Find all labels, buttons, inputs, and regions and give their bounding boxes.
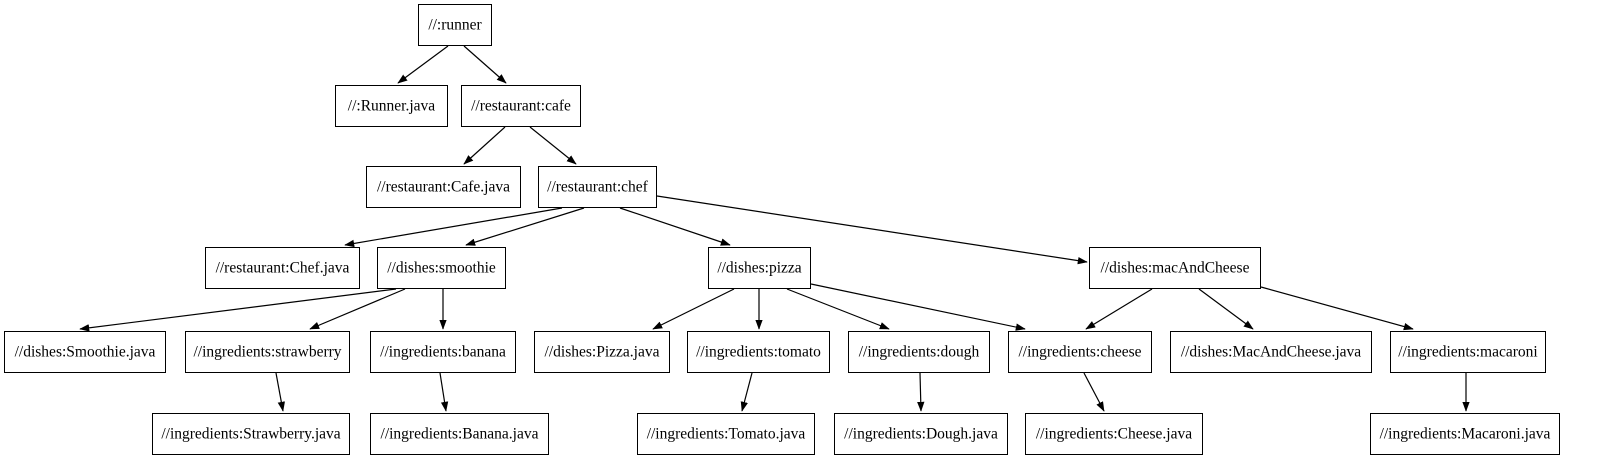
graph-node-label: //ingredients:macaroni [1398,343,1538,361]
graph-edge-ing_tomato-to-tomato_java [740,372,753,412]
graph-node-label: //ingredients:strawberry [193,343,342,361]
graph-node-label: //ingredients:Banana.java [380,425,539,443]
graph-edge-restaurant_chef-to-dishes_pizza [619,207,731,246]
graph-edge-dishes_pizza-to-pizza_java [652,288,735,330]
graph-node-label: //ingredients:Strawberry.java [161,425,341,443]
graph-node-ing_strawberry[interactable]: //ingredients:strawberry [185,331,350,373]
graph-node-smoothie_java[interactable]: //dishes:Smoothie.java [4,331,166,373]
graph-node-strawberry_java[interactable]: //ingredients:Strawberry.java [152,413,350,455]
graph-node-label: //restaurant:chef [547,178,648,196]
graph-edge-dishes_macandchee-to-ing_macaroni [1260,286,1414,331]
graph-edge-runner-to-restaurant_cafe [463,45,507,84]
graph-node-label: //ingredients:Dough.java [844,425,998,443]
graph-node-label: //ingredients:banana [380,343,506,361]
graph-edge-restaurant_chef-to-chef_java [344,207,563,248]
graph-node-label: //dishes:smoothie [387,259,496,277]
graph-edge-restaurant_chef-to-dishes_smoothie [465,207,585,246]
graph-edge-dishes_smoothie-to-smoothie_java [79,288,397,332]
graph-node-label: //ingredients:Cheese.java [1035,425,1193,443]
graph-node-macandcheese_java[interactable]: //dishes:MacAndCheese.java [1170,331,1372,373]
graph-node-macaroni_java[interactable]: //ingredients:Macaroni.java [1370,413,1560,455]
graph-node-dishes_pizza[interactable]: //dishes:pizza [708,247,811,289]
graph-node-label: //dishes:Pizza.java [544,343,660,361]
graph-node-label: //restaurant:cafe [471,97,571,115]
graph-node-label: //ingredients:dough [858,343,980,361]
graph-node-label: //dishes:MacAndCheese.java [1180,343,1362,361]
graph-node-ing_dough[interactable]: //ingredients:dough [848,331,990,373]
graph-node-ing_macaroni[interactable]: //ingredients:macaroni [1390,331,1546,373]
graph-node-dishes_smoothie[interactable]: //dishes:smoothie [377,247,506,289]
graph-node-ing_tomato[interactable]: //ingredients:tomato [687,331,830,373]
graph-node-label: //restaurant:Chef.java [215,259,350,277]
graph-edge-restaurant_cafe-to-cafe_java [463,126,506,165]
graph-node-pizza_java[interactable]: //dishes:Pizza.java [534,331,670,373]
graph-edge-dishes_smoothie-to-ing_strawberry [309,288,406,330]
graph-node-label: //ingredients:Macaroni.java [1379,425,1551,443]
graph-node-tomato_java[interactable]: //ingredients:Tomato.java [637,413,815,455]
graph-node-cafe_java[interactable]: //restaurant:Cafe.java [366,166,521,208]
graph-node-label: //ingredients:tomato [696,343,821,361]
graph-edge-ing_strawberry-to-strawberry_java [275,372,285,412]
graph-node-label: //dishes:pizza [717,259,802,277]
graph-edge-ing_banana-to-banana_java [439,372,449,412]
graph-edge-runner-to-runner_java [397,45,449,84]
graph-node-restaurant_chef[interactable]: //restaurant:chef [538,166,657,208]
graph-node-cheese_java[interactable]: //ingredients:Cheese.java [1025,413,1203,455]
graph-node-label: //restaurant:Cafe.java [377,178,510,196]
graph-node-dishes_macandchee[interactable]: //dishes:macAndCheese [1089,247,1261,289]
graph-node-banana_java[interactable]: //ingredients:Banana.java [370,413,549,455]
graph-edge-ing_dough-to-dough_java [917,372,925,412]
graph-node-label: //:runner [428,16,482,34]
graph-node-runner[interactable]: //:runner [418,4,492,46]
graph-node-ing_banana[interactable]: //ingredients:banana [370,331,516,373]
graph-node-label: //ingredients:cheese [1018,343,1142,361]
graph-edge-restaurant_cafe-to-restaurant_chef [529,126,577,165]
graph-edge-dishes_macandchee-to-macandcheese_java [1198,288,1254,330]
graph-node-label: //:Runner.java [347,97,436,115]
graph-edge-dishes_macandchee-to-ing_cheese [1085,288,1153,330]
graph-node-label: //dishes:Smoothie.java [14,343,156,361]
graph-edge-dishes_pizza-to-ing_cheese [810,283,1026,331]
graph-node-label: //ingredients:Tomato.java [646,425,806,443]
graph-edge-ing_cheese-to-cheese_java [1083,372,1105,412]
graph-node-label: //dishes:macAndCheese [1100,259,1250,277]
graph-edge-dishes_pizza-to-ing_dough [786,288,890,330]
graph-node-restaurant_cafe[interactable]: //restaurant:cafe [461,85,581,127]
graph-node-runner_java[interactable]: //:Runner.java [335,85,448,127]
graph-node-chef_java[interactable]: //restaurant:Chef.java [205,247,360,289]
graph-node-dough_java[interactable]: //ingredients:Dough.java [834,413,1008,455]
graph-node-ing_cheese[interactable]: //ingredients:cheese [1008,331,1152,373]
